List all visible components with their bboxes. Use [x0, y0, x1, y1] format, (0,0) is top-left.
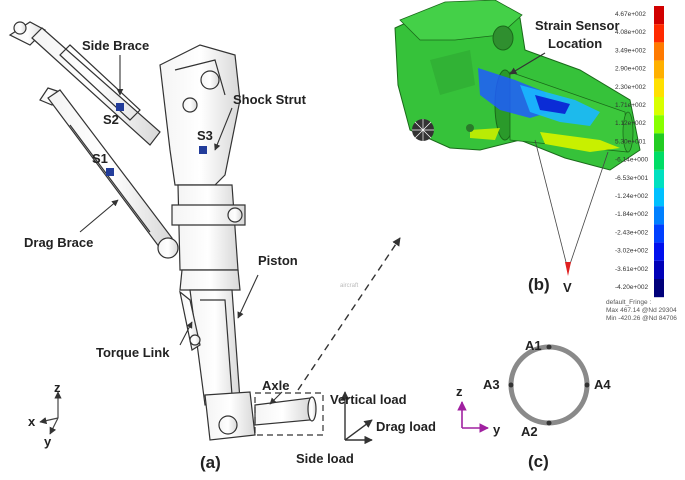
legend-swatch [654, 97, 664, 116]
legend-value: -3.02e+002 [615, 248, 648, 255]
legend-value: 1.71e+002 [615, 102, 646, 109]
vertical-load-label: Vertical load [330, 392, 407, 407]
axis-c-z-label: z [456, 384, 463, 399]
sensor-s1-label: S1 [92, 151, 108, 166]
legend-value: -6.53e+001 [615, 175, 648, 182]
load-point-label: V [563, 280, 572, 295]
legend-swatch [654, 260, 664, 279]
sensor-s1-marker [106, 168, 114, 176]
legend-swatch [654, 42, 664, 61]
legend-value: -2.43e+002 [615, 229, 648, 236]
fea-model [394, 0, 641, 171]
axle-member [204, 391, 317, 441]
legend-swatch [654, 6, 664, 25]
shock-strut-pointer [214, 107, 233, 151]
legend-value: -3.61e+002 [615, 266, 648, 273]
legend-swatch [654, 169, 664, 188]
axis-a-x-arrow [39, 417, 59, 425]
watermark: aircraft [340, 283, 359, 289]
load-point-marker [565, 262, 571, 276]
panel-a-label: (a) [200, 453, 221, 472]
legend-swatch [654, 224, 664, 243]
axis-c-y-label: y [493, 422, 501, 437]
legend-swatch [654, 188, 664, 207]
axle-label: Axle [262, 378, 289, 393]
torque-link-label: Torque Link [96, 345, 170, 360]
legend-value: 2.90e+002 [615, 66, 646, 73]
axis-a-x-label: x [28, 414, 36, 429]
legend-value: 2.30e+002 [615, 84, 646, 91]
fringe-legend: 4.67e+002 4.08e+002 3.49e+002 2.90e+002 2.30… [615, 6, 664, 298]
point-a2-label: A2 [521, 424, 538, 439]
legend-value: -1.84e+002 [615, 211, 648, 218]
legend-value: 3.49e+002 [615, 47, 646, 54]
zoom-arrow [297, 237, 401, 391]
drag-load-arrow [344, 419, 373, 441]
axle-highlight-box [254, 392, 324, 436]
legend-value: 4.08e+002 [615, 29, 646, 36]
point-a1-marker [546, 344, 552, 350]
sensor-s2-marker [116, 103, 124, 111]
axis-a-z-label: z [54, 380, 61, 395]
drag-load-label: Drag load [376, 419, 436, 434]
axis-a-y-arrow [49, 417, 59, 435]
piston-label: Piston [258, 253, 298, 268]
legend-swatch [654, 60, 664, 79]
side-brace-member [8, 21, 161, 146]
legend-value: 4.67e+002 [615, 11, 646, 18]
legend-value: -4.20e+002 [615, 284, 648, 291]
legend-swatch [654, 206, 664, 225]
legend-swatch [654, 279, 664, 298]
legend-value: 5.30e+001 [615, 138, 646, 145]
axis-a-y-label: y [44, 434, 52, 449]
drag-brace-pointer [79, 199, 119, 233]
axle-pointer [269, 391, 283, 405]
torque-link-pointer [179, 321, 193, 346]
cross-section-ring [508, 344, 590, 426]
drag-brace-label: Drag Brace [24, 235, 93, 250]
side-load-label: Side load [296, 451, 354, 466]
sensor-s3-label: S3 [197, 128, 213, 143]
side-brace-label: Side Brace [82, 38, 149, 53]
strain-sensor-pointer [509, 52, 546, 75]
legend-swatch [654, 242, 664, 261]
legend-swatch [654, 115, 664, 134]
panel-c-label: (c) [528, 452, 549, 471]
load-line-left [534, 139, 569, 271]
strain-sensor-label-line2: Location [548, 36, 602, 51]
point-a4-marker [584, 382, 590, 388]
point-a2-marker [546, 420, 552, 426]
panel-b-label: (b) [528, 275, 550, 294]
legend-footer-line1: default_Fringe : [606, 299, 651, 306]
point-a3-label: A3 [483, 377, 500, 392]
load-line-right [567, 151, 609, 271]
strain-sensor-label-line1: Strain Sensor [535, 18, 620, 33]
legend-footer-line2: Max 467.14 @Nd 29304 [606, 307, 677, 314]
shock-strut-member [159, 44, 246, 271]
legend-swatch [654, 151, 664, 170]
legend-value: -1.24e+002 [615, 193, 648, 200]
point-a3-marker [508, 382, 514, 388]
legend-swatch [654, 24, 664, 43]
sensor-s2-label: S2 [103, 112, 119, 127]
legend-value: -6.14e+000 [615, 157, 648, 164]
sensor-s3-marker [199, 146, 207, 154]
point-a4-label: A4 [594, 377, 611, 392]
point-a1-label: A1 [525, 338, 542, 353]
legend-value: 1.12e+002 [615, 120, 646, 127]
piston-pointer [237, 274, 259, 319]
shock-strut-label: Shock Strut [233, 92, 307, 107]
legend-footer-line3: Min -420.26 @Nd 84706 [606, 315, 677, 322]
legend-swatch [654, 133, 664, 152]
legend-swatch [654, 78, 664, 97]
